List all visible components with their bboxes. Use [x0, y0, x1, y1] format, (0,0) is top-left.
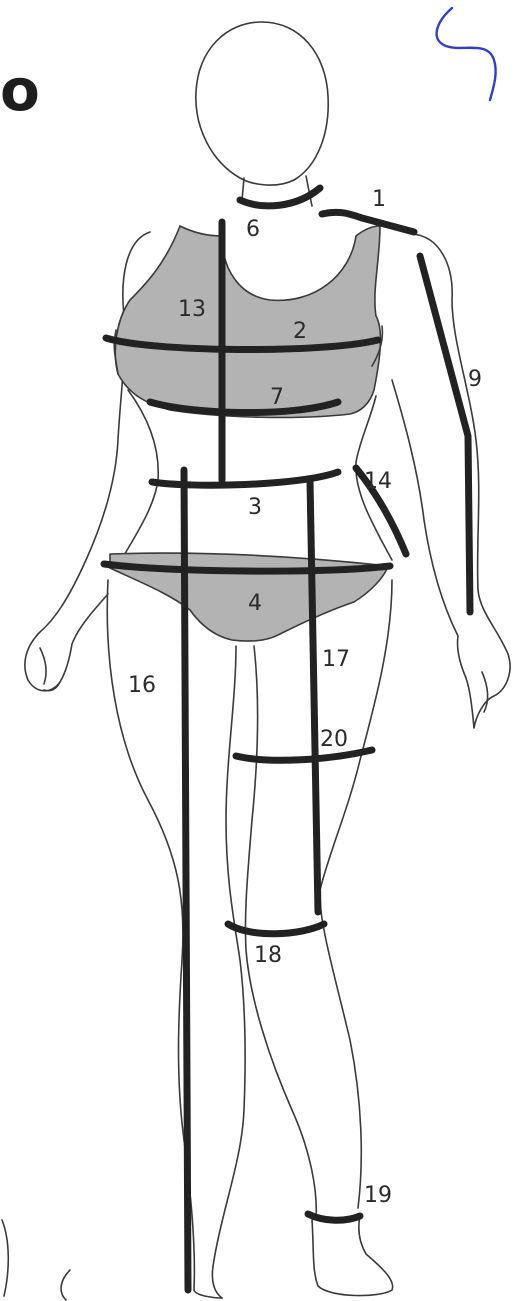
label-13: 13: [178, 297, 206, 322]
figure-outline: [2, 22, 510, 1300]
measurement-line-17: [310, 480, 318, 912]
label-20: 20: [320, 727, 348, 752]
label-18: 18: [254, 943, 282, 968]
head-outline: [196, 22, 328, 185]
label-2: 2: [293, 319, 307, 344]
stray-sketch-lines: [2, 1220, 70, 1300]
label-9: 9: [468, 367, 482, 392]
right-leg-outer: [320, 580, 392, 1208]
right-arm-outline: [392, 234, 510, 728]
measurement-line-6: [240, 188, 320, 206]
label-16: 16: [128, 673, 156, 698]
label-4: 4: [248, 591, 262, 616]
measurement-line-19: [308, 1214, 360, 1220]
top-garment: [115, 226, 380, 417]
left-leg-inner: [212, 646, 245, 1298]
measurement-line-16: [184, 470, 188, 1290]
label-1: 1: [372, 187, 386, 212]
pen-scribble-mark: [437, 8, 496, 100]
torso-left-side: [118, 390, 158, 566]
label-17: 17: [322, 647, 350, 672]
label-7: 7: [270, 385, 284, 410]
measurement-line-9: [420, 256, 470, 612]
corner-letter: o: [0, 56, 40, 124]
right-foot-outline: [312, 1216, 393, 1296]
left-hand-detail: [40, 648, 46, 684]
measurement-line-18: [228, 924, 324, 934]
label-6: 6: [246, 217, 260, 242]
label-3: 3: [248, 495, 262, 520]
label-14: 14: [364, 469, 392, 494]
label-19: 19: [364, 1183, 392, 1208]
